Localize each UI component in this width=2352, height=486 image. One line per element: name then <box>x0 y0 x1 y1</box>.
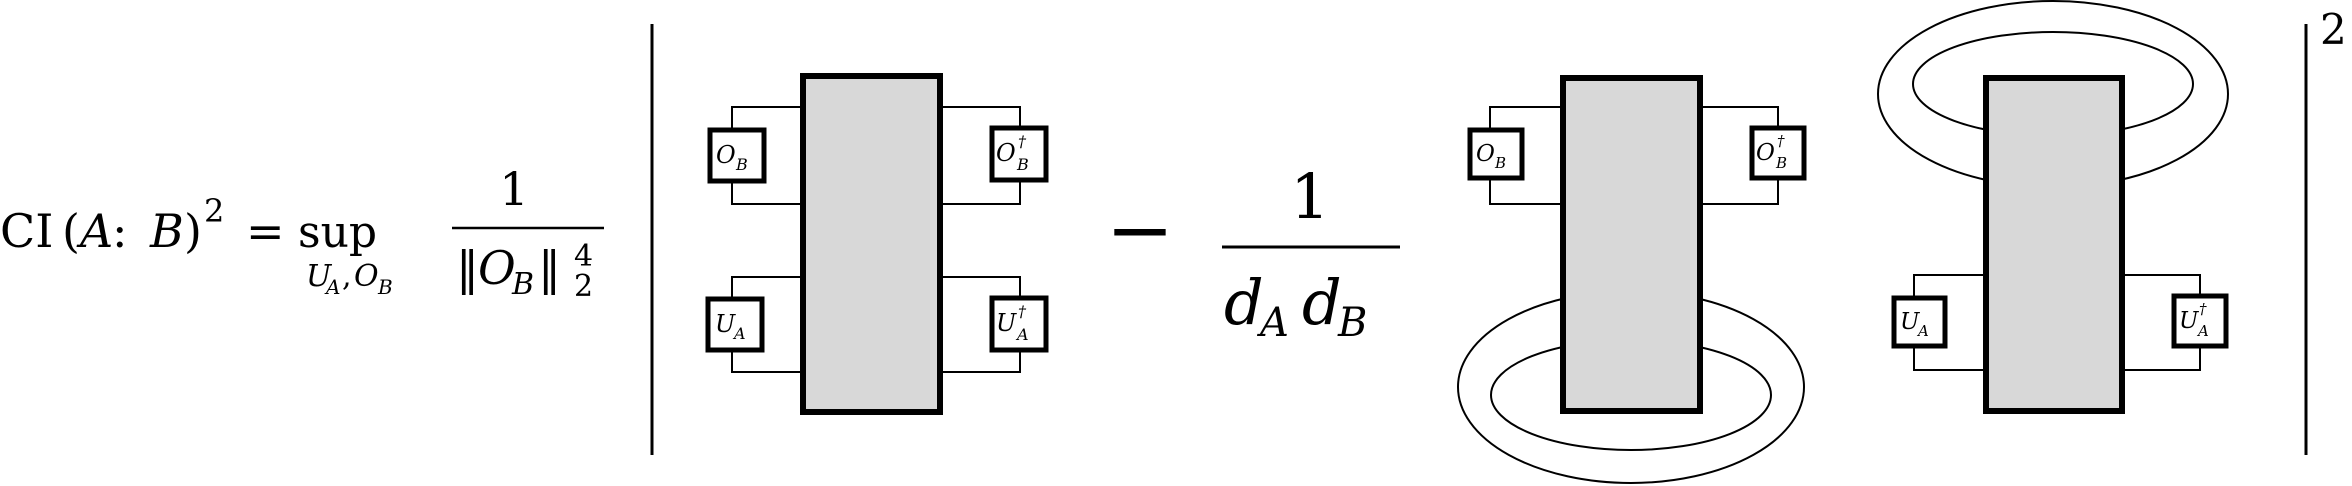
lhs-exponent: 2 <box>204 192 224 230</box>
operator-box-u-a: U A <box>1891 295 1948 349</box>
tensor-block <box>1560 75 1703 414</box>
op-label-index: B <box>1494 154 1506 172</box>
op-label-dagger: † <box>1777 132 1785 150</box>
op-label-index: B <box>1775 154 1787 172</box>
operator-box-o-b: O B <box>1467 127 1525 181</box>
norm-open: ‖ <box>456 241 479 295</box>
op-label-base: O <box>996 139 1016 167</box>
operator-box-u-a: U A <box>705 296 765 353</box>
operator-box-o-b-dagger: O † B <box>989 125 1049 183</box>
var-b: B <box>149 204 184 258</box>
diagram-3: U A U † A <box>1877 0 2229 414</box>
op-label-index: A <box>732 324 746 343</box>
frac2-numerator: 1 <box>1290 160 1329 233</box>
op-label-dagger: † <box>1018 132 1027 151</box>
frac2-den-d2: d <box>1302 266 1342 339</box>
diagram-1: O B O † B U A U † A <box>705 73 1049 415</box>
tensor-block <box>800 73 943 415</box>
paren-open: ( <box>62 204 80 258</box>
op-label-index: A <box>1916 322 1929 340</box>
sup-sub-o: O <box>354 259 379 294</box>
sup-sub-u-index: A <box>324 275 340 299</box>
op-label-base: U <box>1900 309 1921 335</box>
frac1-den-o: O <box>478 241 516 295</box>
sup-sub-comma: , <box>342 259 352 294</box>
frac2-den-d1-index: A <box>1256 300 1289 346</box>
op-label-index: B <box>735 155 748 174</box>
frac2-den-d1: d <box>1224 266 1264 339</box>
paren-close: ) <box>184 204 202 258</box>
tensor-block <box>1983 75 2125 414</box>
op-label-base: U <box>996 309 1017 337</box>
outer-exponent: 2 <box>2320 5 2347 54</box>
norm-exponent: 4 <box>574 239 593 274</box>
norm-subscript: 2 <box>574 269 593 304</box>
operator-box-o-b: O B <box>707 127 767 184</box>
op-label-index: A <box>1015 325 1029 344</box>
op-label-base: U <box>715 310 736 338</box>
op-label-base: O <box>716 141 736 169</box>
op-label-base: O <box>1756 140 1775 166</box>
frac1-den-o-index: B <box>511 267 534 302</box>
fraction-1-over-dadb: 1 d A d B <box>1222 160 1400 346</box>
sup-sub-u: U <box>306 259 333 294</box>
op-label-dagger: † <box>1018 302 1027 321</box>
sup-operator: sup <box>298 207 377 258</box>
minus-sign: − <box>1106 183 1175 278</box>
operator-box-o-b-dagger: O † B <box>1749 125 1807 181</box>
frac2-den-d2-index: B <box>1337 300 1367 346</box>
operator-box-u-a-dagger: U † A <box>2171 293 2229 349</box>
lhs-expression: CI ( A : B ) 2 = sup U A , O B 1 ‖ O B ‖… <box>0 162 604 304</box>
diagram-2: O B O † B <box>1457 75 1807 484</box>
equals-sign: = <box>246 204 285 258</box>
frac1-numerator: 1 <box>499 162 528 216</box>
op-label-index: A <box>2196 322 2209 340</box>
colon: : <box>112 204 128 258</box>
operator-box-u-a-dagger: U † A <box>989 295 1049 353</box>
ci-label: CI <box>0 204 53 258</box>
norm-close: ‖ <box>538 241 561 295</box>
op-label-base: U <box>2179 308 2200 334</box>
sup-sub-o-index: B <box>377 275 393 299</box>
op-label-index: B <box>1016 155 1029 174</box>
var-a: A <box>76 204 113 258</box>
op-label-dagger: † <box>2199 300 2207 318</box>
op-label-base: O <box>1476 141 1495 167</box>
